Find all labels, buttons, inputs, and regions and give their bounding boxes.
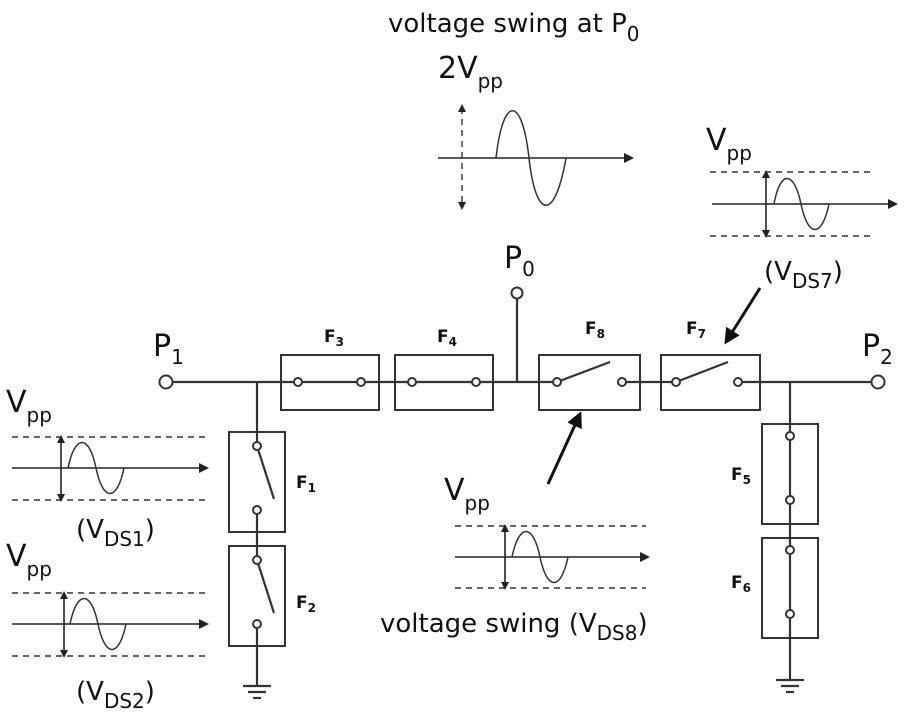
f7-label: F7 [686, 319, 706, 341]
p0-waveform [438, 104, 634, 210]
ds8-waveform [455, 524, 650, 590]
ds1-waveform [12, 435, 209, 502]
f6-label: F6 [731, 573, 751, 595]
vpp-label-ds1: Vpp [6, 385, 52, 427]
ground-right-icon [776, 678, 804, 694]
ground-left-icon [243, 684, 271, 700]
ds8-pointer-arrow [546, 411, 582, 485]
two-vpp-label: 2Vpp [438, 51, 503, 93]
p1-label: P1 [153, 329, 184, 369]
ds2-waveform [12, 591, 209, 658]
f8-label: F8 [585, 319, 605, 341]
title-label: voltage swing at P0 [388, 9, 640, 46]
f5-label: F5 [731, 465, 751, 487]
p0-label: P0 [504, 241, 535, 281]
p0-terminal [510, 286, 524, 300]
p1-terminal [158, 374, 174, 390]
vpp-label-ds8: Vpp [444, 473, 490, 515]
ds7-pointer-arrow [724, 287, 762, 345]
f3-label: F3 [324, 327, 344, 349]
f1-label: F1 [296, 473, 316, 495]
switch-f2 [228, 545, 286, 647]
vds2-label: (VDS2) [76, 677, 155, 712]
ds7-waveform [710, 170, 898, 238]
vds1-label: (VDS1) [76, 515, 155, 551]
switch-f3 [280, 354, 380, 411]
f4-label: F4 [437, 327, 457, 349]
vds8-label: voltage swing (VDS8) [380, 609, 648, 645]
switch-f7 [660, 354, 761, 411]
switch-f6 [761, 537, 819, 639]
switch-f5 [761, 423, 819, 525]
p2-terminal [870, 374, 886, 390]
f2-label: F2 [296, 593, 316, 615]
vpp-label-ds7: Vpp [706, 123, 752, 165]
vds7-label: (VDS7) [764, 257, 843, 293]
vpp-label-ds2: Vpp [6, 539, 52, 581]
switch-f4 [394, 354, 494, 411]
switch-f8 [538, 354, 641, 411]
p2-label: P2 [862, 329, 893, 369]
switch-f1 [228, 431, 286, 533]
